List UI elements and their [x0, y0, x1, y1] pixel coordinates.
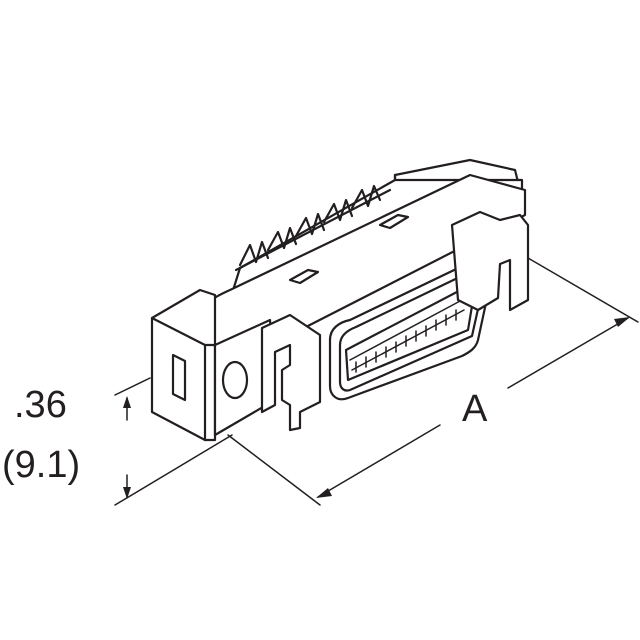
rear-pins: [234, 184, 392, 272]
left-window: [171, 353, 187, 402]
right-latch: [450, 210, 530, 312]
height-mm-label: (9.1): [2, 444, 81, 486]
height-dimension: [114, 377, 233, 506]
length-a-label: A: [462, 388, 488, 430]
height-inch-label: .36: [14, 384, 67, 426]
contacts: [349, 299, 465, 373]
left-latch: [260, 313, 322, 432]
top-slot-right: [378, 213, 410, 230]
top-slot-left: [288, 268, 320, 285]
length-dimension: [227, 257, 639, 506]
mounting-hole: [221, 360, 249, 400]
